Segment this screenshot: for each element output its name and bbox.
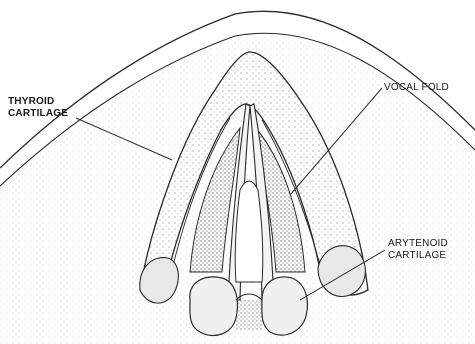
right-arytenoid — [262, 277, 308, 335]
glottis — [235, 181, 263, 282]
arytenoid-label-line-2: CARTILAGE — [388, 250, 448, 262]
right-cornu — [318, 246, 365, 297]
posterior-commissure — [236, 300, 262, 330]
thyroid-label-line-2: CARTILAGE — [8, 108, 68, 120]
arytenoid-cartilage-label: ARYTENOID CARTILAGE — [388, 238, 448, 262]
arytenoid-label-line-1: ARYTENOID — [388, 238, 448, 250]
thyroid-label-line-1: THYROID — [8, 96, 68, 108]
left-arytenoid — [190, 277, 238, 336]
vocal-fold-label: VOCAL FOLD — [384, 82, 449, 94]
thyroid-cartilage-label: THYROID CARTILAGE — [8, 96, 68, 120]
